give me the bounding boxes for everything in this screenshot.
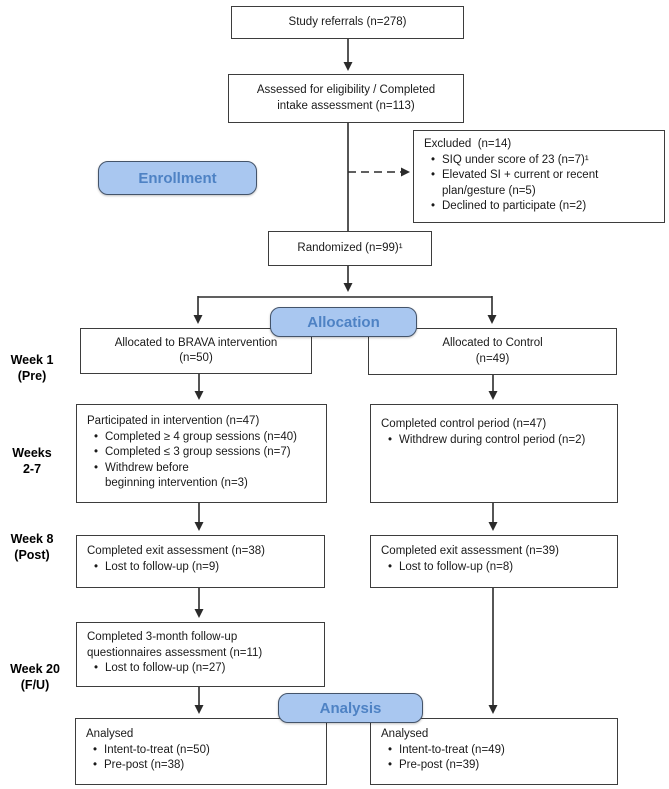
allocation-stage-label: Allocation — [307, 313, 380, 331]
study-referrals-text: Study referrals (n=278) — [288, 15, 407, 28]
excluded-bullet-declined: Declined to participate (n=2) — [424, 199, 658, 215]
week-label-week20-fu: Week 20 (F/U) — [10, 662, 60, 692]
analysed-control-title: Analysed — [381, 728, 429, 740]
control-period-title: Completed control period (n=47) — [381, 418, 547, 430]
followup-bullet-lost: Lost to follow-up (n=27) — [87, 661, 318, 677]
exit-control-bullet-lost: Lost to follow-up (n=8) — [381, 560, 611, 576]
exit-assessment-intervention-box: Completed exit assessment (n=38) Lost to… — [76, 535, 325, 588]
excluded-bullet-elevated-si: Elevated SI + current or recent plan/ges… — [424, 168, 658, 199]
allocation-stage-pill: Allocation — [270, 307, 417, 337]
week-label-weeks2-7: Weeks 2-7 — [12, 446, 52, 476]
analysed-intervention-bullet-itt-text: Intent-to-treat (n=50) — [104, 743, 210, 756]
participated-bullet-le3: Completed ≤ 3 group sessions (n=7) — [87, 445, 320, 461]
analysis-stage-pill: Analysis — [278, 693, 423, 723]
analysed-intervention-title: Analysed — [86, 728, 134, 740]
enrollment-stage-label: Enrollment — [138, 169, 217, 187]
allocated-intervention-box: Allocated to BRAVA intervention (n=50) — [80, 328, 312, 374]
assessed-eligibility-box: Assessed for eligibility / Completed int… — [228, 74, 464, 123]
exit-intervention-bullet-lost-text: Lost to follow-up (n=9) — [105, 560, 220, 573]
participated-bullet-ge4: Completed ≥ 4 group sessions (n=40) — [87, 430, 320, 446]
analysed-intervention-bullet-prepost-text: Pre-post (n=38) — [104, 759, 185, 771]
excluded-bullet-siq-text: SIQ under score of 23 (n=7)¹ — [442, 153, 589, 166]
followup-title: Completed 3-month follow-up questionnair… — [87, 631, 263, 659]
analysed-intervention-box: Analysed Intent-to-treat (n=50) Pre-post… — [75, 718, 327, 785]
excluded-title: Excluded (n=14) — [424, 138, 512, 150]
participated-intervention-box: Participated in intervention (n=47) Comp… — [76, 404, 327, 503]
exit-intervention-title: Completed exit assessment (n=38) — [87, 545, 266, 557]
exit-control-bullet-lost-text: Lost to follow-up (n=8) — [399, 560, 514, 573]
participated-bullet-le3-text: Completed ≤ 3 group sessions (n=7) — [105, 446, 291, 458]
excluded-bullet-elevated-si-text: Elevated SI + current or recent plan/ges… — [442, 169, 599, 197]
participated-bullet-withdrew-text: Withdrew before beginning intervention (… — [105, 461, 248, 490]
followup-bullet-lost-text: Lost to follow-up (n=27) — [105, 662, 226, 674]
participated-bullet-ge4-text: Completed ≥ 4 group sessions (n=40) — [105, 430, 298, 443]
control-period-bullet-withdrew-text: Withdrew during control period (n=2) — [399, 433, 586, 446]
excluded-bullet-siq: SIQ under score of 23 (n=7)¹ — [424, 153, 658, 169]
randomized-box: Randomized (n=99)¹ — [268, 231, 432, 266]
randomized-text: Randomized (n=99)¹ — [297, 241, 403, 254]
allocated-intervention-text: Allocated to BRAVA intervention (n=50) — [114, 336, 278, 365]
exit-assessment-control-box: Completed exit assessment (n=39) Lost to… — [370, 535, 618, 588]
assessed-eligibility-text: Assessed for eligibility / Completed int… — [256, 84, 436, 112]
excluded-box: Excluded (n=14) SIQ under score of 23 (n… — [413, 130, 665, 223]
week-label-week1-pre: Week 1 (Pre) — [10, 353, 54, 383]
analysed-intervention-bullet-itt: Intent-to-treat (n=50) — [86, 743, 320, 759]
analysed-control-bullet-prepost: Pre-post (n=39) — [381, 758, 611, 774]
participated-title: Participated in intervention (n=47) — [87, 415, 260, 427]
week-label-week8-post: Week 8 (Post) — [10, 532, 54, 562]
analysed-intervention-bullet-prepost: Pre-post (n=38) — [86, 758, 320, 774]
control-period-box: Completed control period (n=47) Withdrew… — [370, 404, 618, 503]
study-referrals-box: Study referrals (n=278) — [231, 6, 464, 39]
allocated-control-text: Allocated to Control (n=49) — [442, 337, 543, 365]
participated-bullet-withdrew: Withdrew before beginning intervention (… — [87, 461, 320, 492]
exit-control-title: Completed exit assessment (n=39) — [381, 545, 560, 557]
analysed-control-bullet-itt: Intent-to-treat (n=49) — [381, 743, 611, 759]
analysis-stage-label: Analysis — [319, 699, 382, 717]
exit-intervention-bullet-lost: Lost to follow-up (n=9) — [87, 560, 318, 576]
enrollment-stage-pill: Enrollment — [98, 161, 257, 195]
analysed-control-box: Analysed Intent-to-treat (n=49) Pre-post… — [370, 718, 618, 785]
analysed-control-bullet-prepost-text: Pre-post (n=39) — [399, 759, 480, 771]
excluded-bullet-declined-text: Declined to participate (n=2) — [442, 200, 587, 212]
control-period-bullet-withdrew: Withdrew during control period (n=2) — [381, 433, 611, 449]
analysed-control-bullet-itt-text: Intent-to-treat (n=49) — [399, 743, 505, 756]
followup-box: Completed 3-month follow-up questionnair… — [76, 622, 325, 687]
